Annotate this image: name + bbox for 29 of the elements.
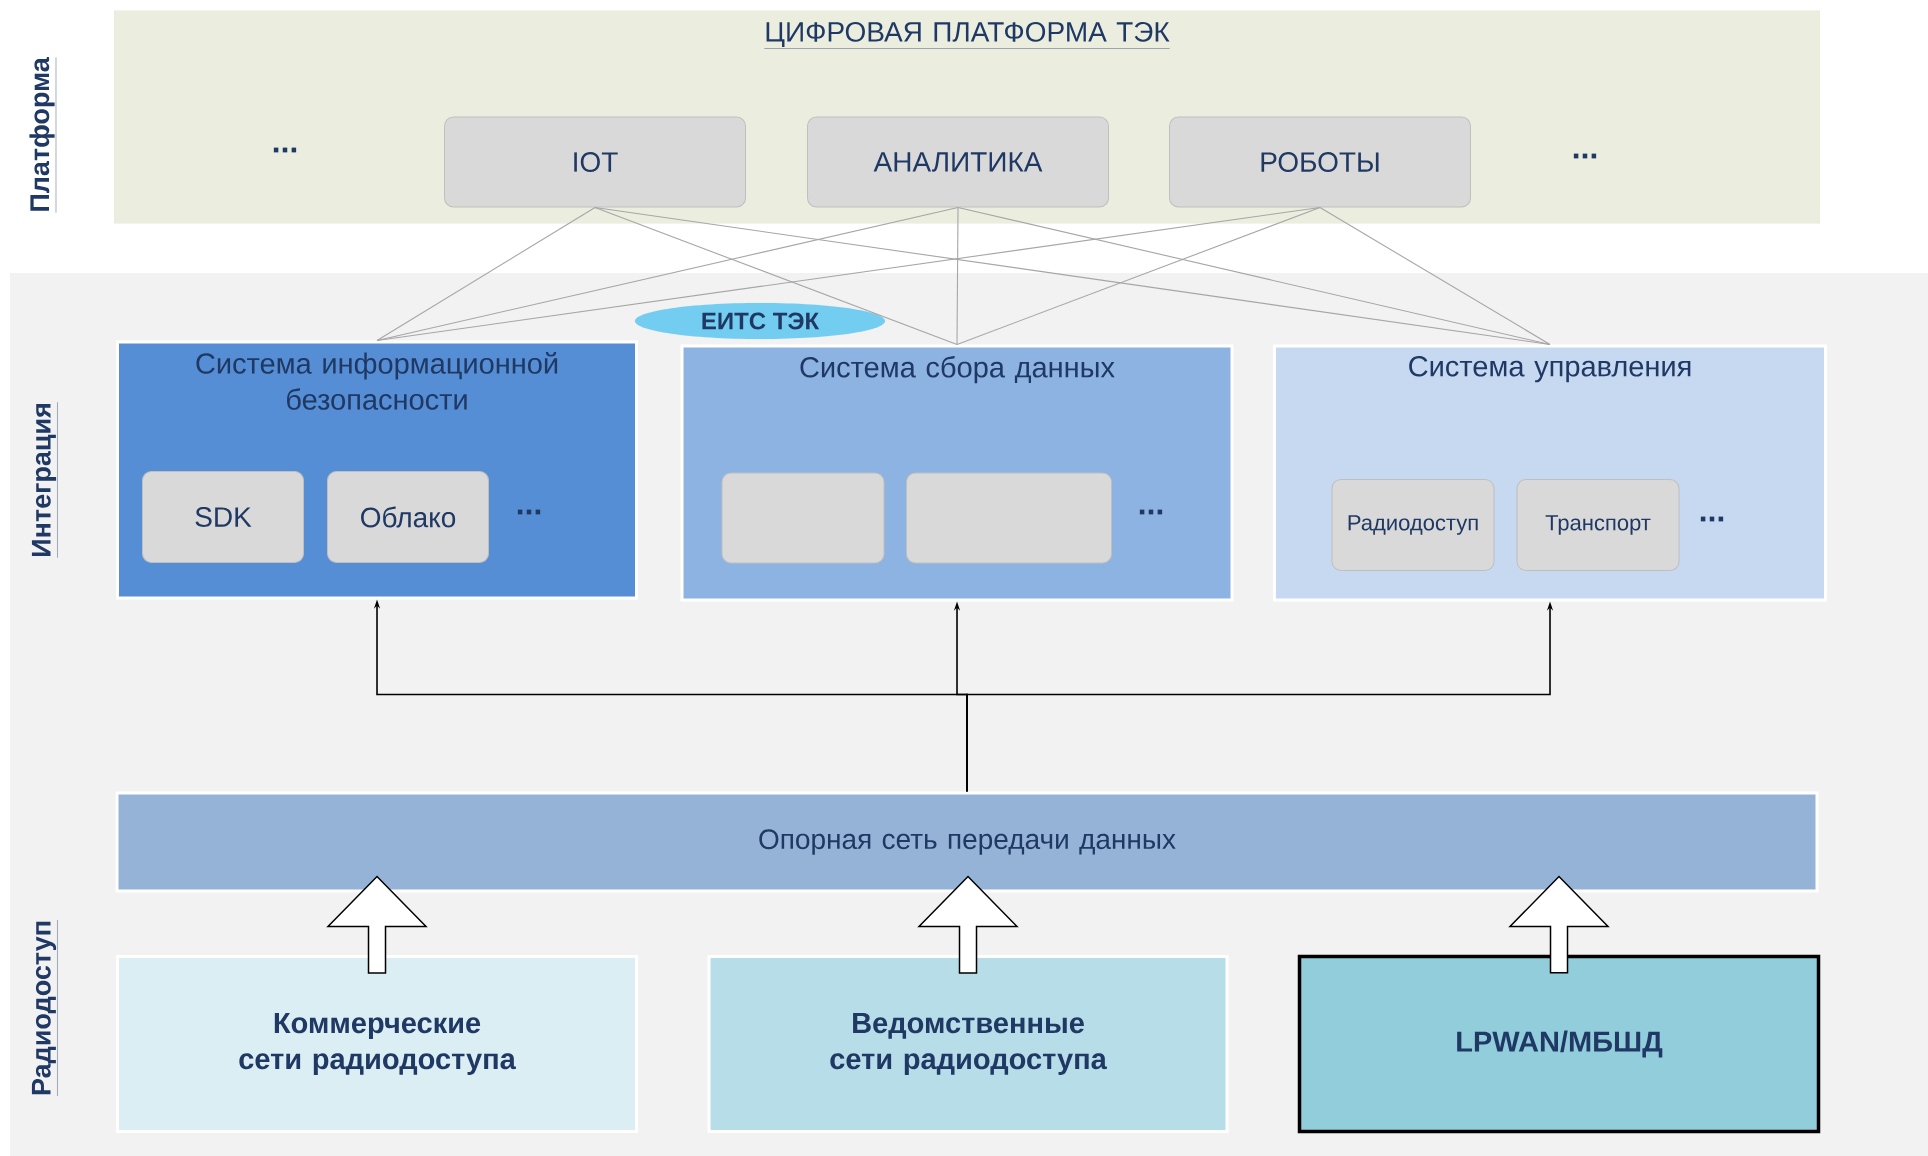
ellipsis-mark: ...	[1573, 153, 1597, 159]
component-box: Радиодоступ	[1331, 479, 1495, 571]
section-label: Радиодоступ	[31, 919, 58, 1097]
block-arrow	[917, 875, 1019, 974]
ellipsis-mark: ...	[273, 147, 297, 153]
connector-line	[594, 206, 958, 346]
module-box: РОБОТЫ	[1169, 116, 1471, 208]
component-box: Транспорт	[1516, 479, 1680, 571]
connector-line	[376, 206, 959, 342]
block-arrow	[326, 875, 428, 974]
block-arrow	[1508, 875, 1610, 974]
section-label: Платформа	[29, 57, 57, 213]
connector-line	[956, 206, 959, 346]
connector-line	[376, 206, 1321, 342]
section-label: Интеграция	[31, 401, 58, 559]
access-box: Коммерческие сети радиодоступа	[116, 955, 638, 1133]
access-box: LPWAN/МБШД	[1297, 954, 1821, 1134]
module-box: IOT	[444, 116, 746, 208]
component-box	[906, 472, 1112, 564]
component-box: Облако	[327, 471, 489, 563]
module-box: АНАЛИТИКА	[807, 116, 1109, 208]
network-bar: Опорная сеть передачи данных	[115, 791, 1819, 893]
connector-line	[1319, 206, 1551, 346]
component-box	[721, 472, 885, 564]
component-box: SDK	[142, 471, 304, 563]
connector-line	[956, 206, 1321, 346]
connector-line	[376, 206, 596, 342]
connector-line	[957, 206, 1551, 346]
access-box: Ведомственные сети радиодоступа	[707, 955, 1229, 1133]
